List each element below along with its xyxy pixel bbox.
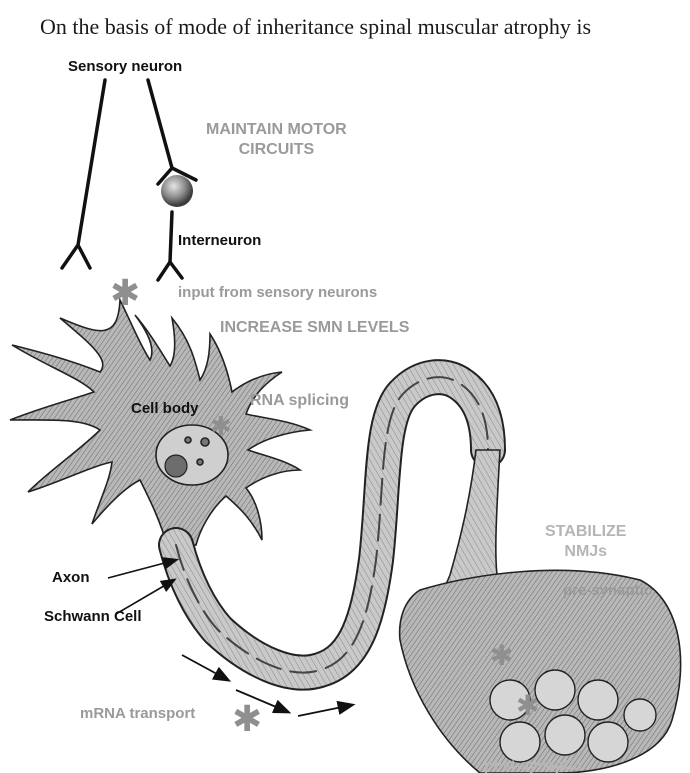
sensory-neuron-label: Sensory neuron: [68, 59, 182, 74]
asterisk-postsynaptic-icon: ✱: [516, 692, 539, 720]
post-synaptic-label: post-synaptic: [484, 758, 582, 773]
interneuron-label: Interneuron: [178, 233, 261, 248]
asterisk-rna-splicing-icon: ✱: [210, 414, 232, 440]
interneuron-soma: [161, 175, 193, 207]
maintain-motor-circuits-label: MAINTAIN MOTOR CIRCUITS: [206, 120, 347, 160]
asterisk-mrna-transport-icon: ✱: [232, 702, 262, 738]
stabilize-nmjs-label: STABILIZE NMJs: [545, 522, 626, 562]
schwann-cell-label: Schwann Cell: [44, 609, 142, 624]
asterisk-presynaptic-icon: ✱: [490, 642, 513, 670]
asterisk-sensory-input-icon: ✱: [110, 276, 140, 312]
cell-body-label: Cell body: [131, 401, 199, 416]
pre-synaptic-label: pre-synaptic: [563, 583, 652, 598]
increase-smn-label: INCREASE SMN LEVELS: [220, 320, 409, 336]
mrna-transport-label: mRNA transport: [80, 706, 195, 721]
input-from-sensory-label: input from sensory neurons: [178, 285, 377, 300]
muscle-fiber: [400, 570, 681, 773]
rna-splicing-label: RNA splicing: [250, 393, 349, 409]
motor-neuron-cell-body: [10, 300, 310, 548]
axon-label: Axon: [52, 570, 90, 585]
